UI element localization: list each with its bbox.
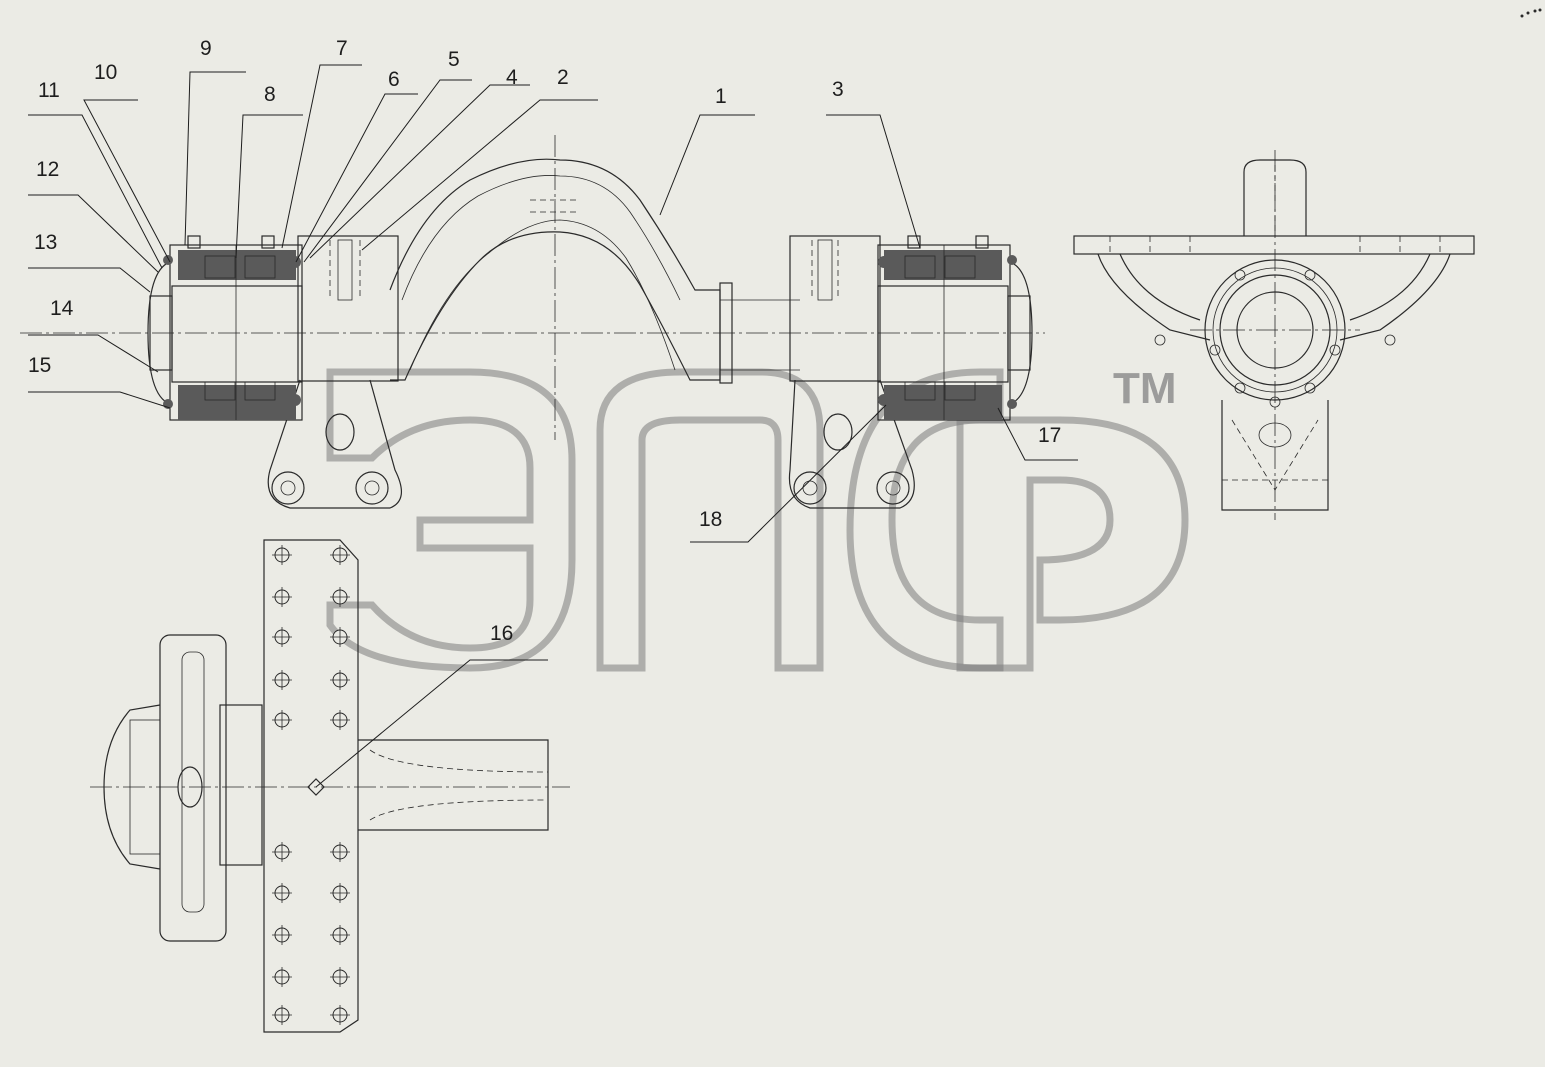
- callout-9: 9: [200, 37, 212, 60]
- watermark-logo: TM: [326, 364, 1189, 672]
- bolt-hole-crosshair: [330, 842, 350, 862]
- callout-16: 16: [490, 622, 513, 645]
- bolt-hole-crosshair: [330, 967, 350, 987]
- top-view: [90, 539, 570, 1033]
- callout-4: 4: [506, 66, 518, 89]
- callout-8: 8: [264, 83, 276, 106]
- callout-5: 5: [448, 48, 460, 71]
- bolt-hole-crosshair: [330, 883, 350, 903]
- bolt-holes: [272, 545, 350, 1025]
- callout-3: 3: [832, 78, 844, 101]
- bolt-hole-crosshair: [272, 842, 292, 862]
- bolt-hole-crosshair: [330, 587, 350, 607]
- main-axle-view: [20, 135, 1045, 509]
- bolt-hole-crosshair: [272, 1005, 292, 1025]
- bolt-hole-crosshair: [330, 710, 350, 730]
- bolt-hole-crosshair: [330, 1005, 350, 1025]
- bolt-hole-crosshair: [272, 587, 292, 607]
- callout-1: 1: [715, 85, 727, 108]
- bolt-hole-crosshair: [272, 710, 292, 730]
- side-view: [1073, 150, 1475, 520]
- callout-11: 11: [38, 79, 60, 102]
- bolt-hole-crosshair: [272, 967, 292, 987]
- callout-15: 15: [28, 354, 51, 377]
- bolt-hole-crosshair: [272, 545, 292, 565]
- corner-mark: [1520, 8, 1542, 18]
- callout-leaders: [28, 64, 1078, 788]
- trademark-symbol: TM: [1113, 364, 1177, 413]
- callout-17: 17: [1038, 424, 1061, 447]
- bolt-hole-crosshair: [272, 670, 292, 690]
- bolt-hole-crosshair: [330, 627, 350, 647]
- callout-6: 6: [388, 68, 400, 91]
- callout-labels: 1 2 3 4 5 6 7 8 9 10 11 12 13 14 15 16 1…: [28, 37, 1061, 645]
- bolt-hole-crosshair: [330, 925, 350, 945]
- bolt-hole-crosshair: [272, 627, 292, 647]
- callout-18: 18: [699, 508, 722, 531]
- bolt-hole-crosshair: [272, 883, 292, 903]
- callout-2: 2: [557, 66, 569, 89]
- callout-13: 13: [34, 231, 57, 254]
- callout-10: 10: [94, 61, 117, 84]
- bolt-hole-crosshair: [272, 925, 292, 945]
- bolt-hole-crosshair: [330, 670, 350, 690]
- callout-7: 7: [336, 37, 348, 60]
- callout-12: 12: [36, 158, 59, 181]
- callout-14: 14: [50, 297, 74, 320]
- bolt-hole-crosshair: [330, 545, 350, 565]
